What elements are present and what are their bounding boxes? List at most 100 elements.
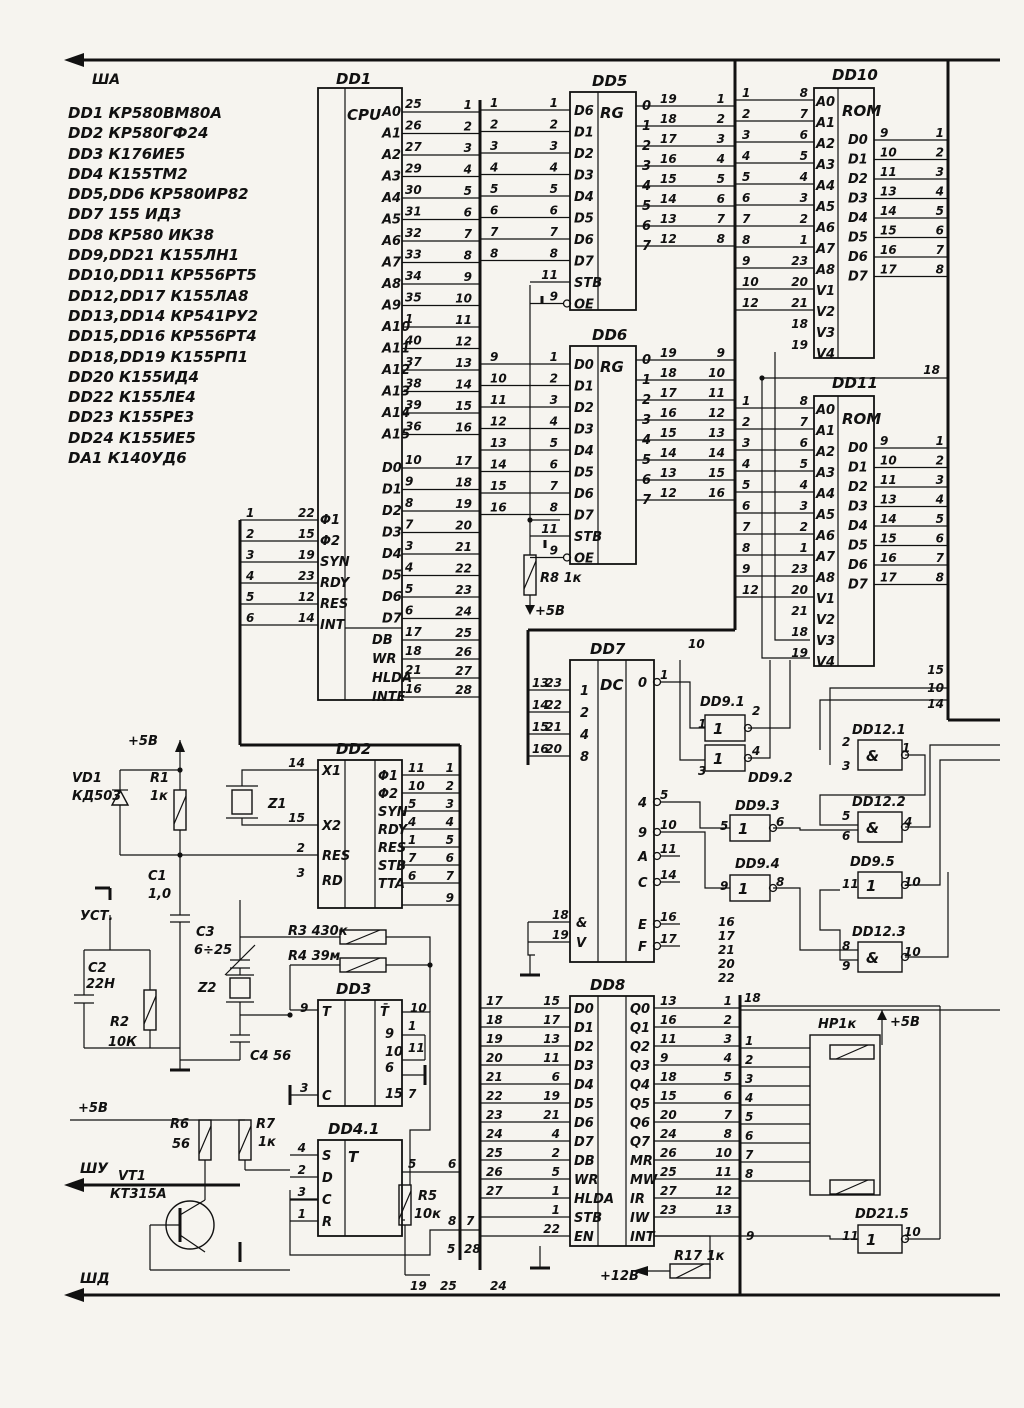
wire — [680, 831, 730, 889]
dd1-bus-num: 23 — [455, 583, 472, 597]
gate-pin: 5 — [720, 819, 728, 833]
dd6-out-pin: 3 — [642, 413, 651, 428]
dd6-bus-in: 14 — [490, 458, 507, 472]
dd11-name: DD11 — [832, 374, 878, 392]
dd11-box — [813, 395, 875, 667]
dd10-addr-num: 5 — [800, 149, 808, 163]
r6-label: R6 — [170, 1117, 189, 1132]
dd1-addr-num: 34 — [405, 269, 422, 283]
dd12-3-sym: & — [866, 949, 879, 967]
dd9-3-box — [729, 814, 771, 842]
gate-pin: 6 — [842, 829, 850, 843]
dd7-out-num: 5 — [660, 788, 668, 802]
dd10-addr-num: 3 — [800, 191, 808, 205]
dd8-out-line: 3 — [724, 1032, 732, 1046]
r7-resistor — [238, 1119, 252, 1161]
dd8-out-pin: Q0 — [630, 1002, 650, 1017]
dd1-data-num: 8 — [405, 496, 413, 510]
c2-label: C2 — [88, 961, 107, 976]
dd5-bus-in: 5 — [490, 182, 498, 196]
dd9-2-box — [704, 744, 746, 772]
dd7-in-weight: 1 — [580, 684, 589, 699]
dd8-in-pin: D4 — [574, 1078, 594, 1093]
dd6-in-pin: D4 — [574, 444, 594, 459]
dd1-bus-num: 26 — [455, 645, 472, 659]
dd1-bus-num: 17 — [455, 454, 472, 468]
dd1-addr-pin: A1 — [381, 127, 401, 142]
dd8-in-line: 17 — [486, 994, 503, 1008]
c3-label: C3 — [196, 925, 215, 940]
dd5-bus-in: 2 — [490, 118, 498, 132]
wire — [173, 795, 187, 825]
bottom-num: 8 — [448, 1214, 456, 1228]
dd2-left-num: 3 — [297, 866, 305, 880]
misc-num: 10 — [688, 637, 705, 651]
wire — [740, 1235, 858, 1240]
dd5-in-num: 4 — [549, 161, 558, 175]
dd11-addr-num: 20 — [791, 583, 808, 597]
r1-value: 1к — [150, 789, 169, 804]
dd8-in-pin: DB — [574, 1154, 595, 1169]
dd11-out-num: 14 — [880, 512, 897, 526]
dd1-addr-pin: A12 — [381, 363, 410, 378]
dd6-out-num: 12 — [660, 486, 677, 500]
dd3-pin: 10 — [385, 1045, 403, 1060]
dd2-left-num: 2 — [297, 841, 305, 855]
dd10-addr-pin: A0 — [815, 95, 835, 110]
dd4-name: DD4.1 — [328, 1120, 379, 1138]
legend-item: DD18,DD19 К155РП1 — [68, 347, 249, 366]
reset-button: УСТ. — [80, 909, 113, 924]
dd11-addr-num: 18 — [791, 625, 808, 639]
dd7-out-pin: 9 — [638, 826, 647, 841]
dd10-addr-num: 6 — [800, 128, 808, 142]
dd11-out-num: 11 — [880, 473, 897, 487]
dd10-addr-num: 19 — [791, 338, 808, 352]
dd11-addr-pin: A3 — [815, 466, 835, 481]
dd2-right-num: 10 — [408, 779, 425, 793]
dd1-ctrl-pin: INTE — [372, 690, 406, 705]
hp1-line: 2 — [745, 1053, 753, 1067]
r1-resistor — [173, 789, 187, 831]
r5-resistor — [398, 1184, 412, 1226]
dd4-box — [317, 1139, 403, 1237]
dd11-out-pin: D2 — [848, 480, 868, 495]
dd8-out-pin: Q1 — [630, 1021, 650, 1036]
dd4-num: 6 — [448, 1157, 456, 1171]
dd1-ctrl-num: 18 — [405, 644, 422, 658]
dd8-in-num: 19 — [543, 1089, 560, 1103]
dd10-cs-line: 18 — [923, 363, 940, 377]
dd2-line: 3 — [446, 797, 454, 811]
dd21-5-sym: 1 — [866, 1231, 876, 1249]
dd6-bus-out: 12 — [708, 406, 725, 420]
dd8-bus-num: 20 — [718, 957, 735, 971]
dd6-bus-in: 9 — [490, 350, 498, 364]
dd5-bus-out: 3 — [717, 132, 725, 146]
dd2-left-pin: RES — [322, 849, 350, 864]
dd10-addr-line: 5 — [742, 170, 750, 184]
dd12-2-sym: & — [866, 819, 879, 837]
dd5-bus-in: 8 — [490, 247, 498, 261]
dd8-bus-num: 22 — [718, 971, 735, 985]
dd2-left-pin: X1 — [321, 764, 341, 779]
dd8-out-line: 4 — [723, 1051, 732, 1065]
c2-value: 22Н — [86, 977, 115, 992]
dd4-pin: S — [322, 1149, 331, 1164]
dd7-out-pin: C — [638, 876, 648, 891]
dd1-ctrl-pin: DB — [372, 633, 393, 648]
dd11-out-pin: D5 — [848, 539, 868, 554]
dd6-in-pin: D7 — [574, 509, 595, 524]
dd3-pin: 9 — [385, 1027, 394, 1042]
dd10-out-num: 10 — [880, 146, 897, 160]
dd10-out-line: 8 — [936, 263, 944, 277]
dd1-in-num: 14 — [298, 611, 315, 625]
dd10-out-pin: D2 — [848, 172, 868, 187]
dd5-in-pin: D6 — [574, 233, 594, 248]
wire — [819, 889, 858, 961]
dd5-bus-in: 4 — [489, 161, 498, 175]
dd10-out-line: 1 — [936, 126, 944, 140]
dd5-bus-in: 3 — [490, 139, 498, 153]
dd8-out-line: 2 — [724, 1013, 732, 1027]
dd8-out-line: 7 — [724, 1108, 733, 1122]
legend-item: DD1 КР580ВМ80А — [68, 104, 222, 122]
dd10-out-line: 2 — [936, 146, 944, 160]
